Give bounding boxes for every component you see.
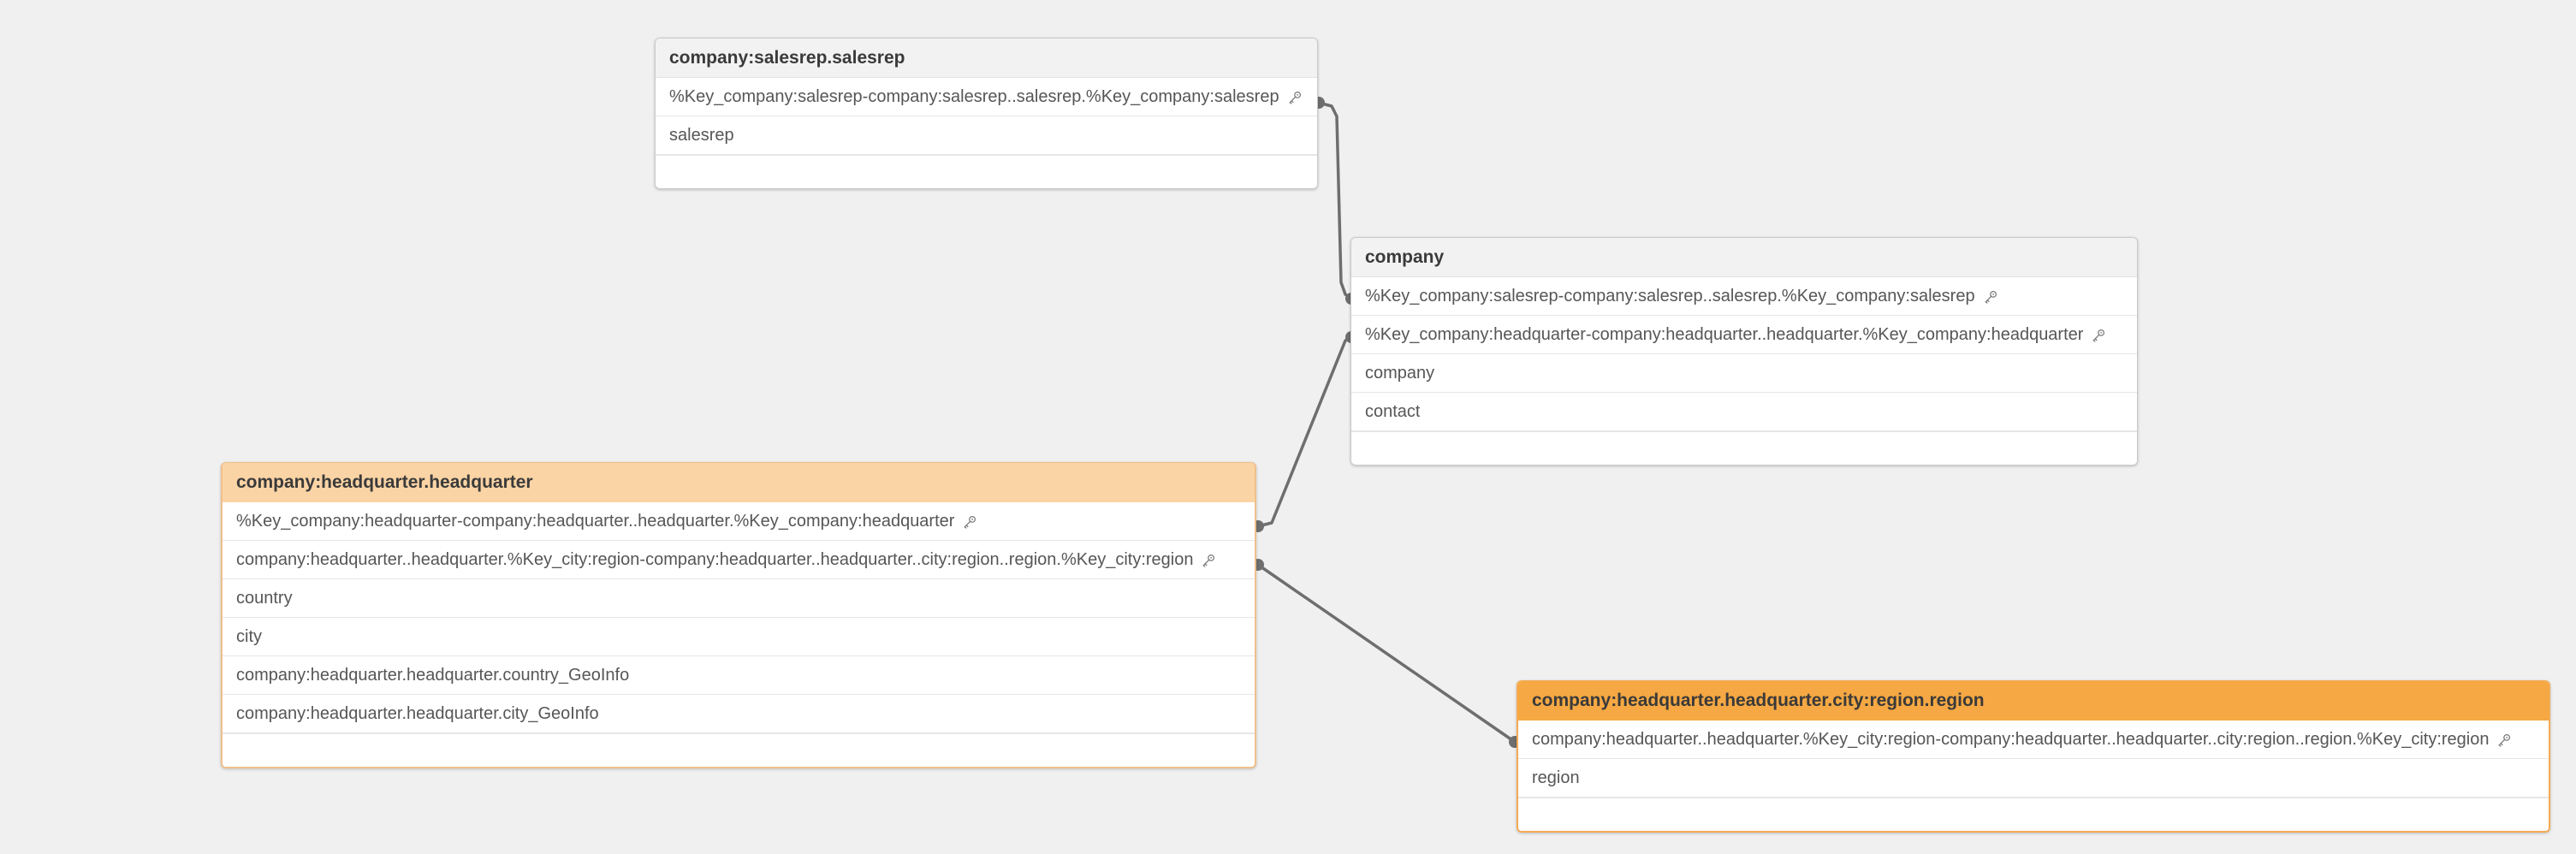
field-label: %Key_company:headquarter-company:headqua…	[1365, 324, 2084, 344]
field-label: company:headquarter..headquarter.%Key_ci…	[236, 549, 1194, 569]
field-row[interactable]: city	[223, 618, 1255, 656]
table-footer-spacer	[1351, 431, 2137, 465]
field-label: %Key_company:salesrep-company:salesrep..…	[669, 86, 1279, 106]
key-icon	[1983, 290, 1997, 305]
field-label: %Key_company:salesrep-company:salesrep..…	[1365, 286, 1975, 305]
field-row[interactable]: company:headquarter.headquarter.country_…	[223, 656, 1255, 695]
table-footer-spacer	[656, 155, 1317, 188]
table-card-headquarter[interactable]: company:headquarter.headquarter %Key_comp…	[221, 462, 1256, 768]
field-label: country	[236, 588, 293, 608]
field-label: %Key_company:headquarter-company:headqua…	[236, 511, 955, 531]
key-icon	[1287, 91, 1302, 105]
field-row[interactable]: region	[1518, 759, 2549, 798]
table-title-salesrep[interactable]: company:salesrep.salesrep	[656, 39, 1317, 78]
table-title-company[interactable]: company	[1351, 238, 2137, 277]
table-footer-spacer	[223, 733, 1255, 767]
field-row[interactable]: company:headquarter..headquarter.%Key_ci…	[1518, 721, 2549, 759]
field-label: company:headquarter..headquarter.%Key_ci…	[1532, 729, 2490, 749]
field-label: region	[1532, 768, 1580, 787]
relationship-line-headquarter-to-region[interactable]	[1256, 563, 1517, 744]
field-row[interactable]: company:headquarter.headquarter.city_Geo…	[223, 695, 1255, 733]
field-row[interactable]: company:headquarter..headquarter.%Key_ci…	[223, 541, 1255, 579]
field-row[interactable]: country	[223, 579, 1255, 618]
table-card-company[interactable]: company %Key_company:salesrep-company:sal…	[1350, 237, 2138, 466]
table-card-salesrep[interactable]: company:salesrep.salesrep %Key_company:sa…	[655, 38, 1318, 189]
key-icon	[962, 515, 976, 530]
field-label: salesrep	[669, 125, 734, 145]
field-label: company:headquarter.headquarter.city_Geo…	[236, 703, 599, 723]
field-row[interactable]: contact	[1351, 393, 2137, 431]
table-title-region[interactable]: company:headquarter.headquarter.city:reg…	[1518, 681, 2549, 721]
field-row[interactable]: company	[1351, 354, 2137, 393]
relationship-line-headquarter-to-company[interactable]	[1256, 335, 1353, 528]
field-label: city	[236, 626, 262, 646]
field-label: company	[1365, 363, 1435, 383]
field-label: company:headquarter.headquarter.country_…	[236, 665, 630, 685]
relationship-line-salesrep-to-company[interactable]	[1317, 101, 1353, 300]
field-row[interactable]: %Key_company:salesrep-company:salesrep..…	[1351, 277, 2137, 316]
table-title-headquarter[interactable]: company:headquarter.headquarter	[223, 463, 1255, 502]
field-row[interactable]: %Key_company:headquarter-company:headqua…	[1351, 316, 2137, 354]
key-icon	[1201, 554, 1215, 568]
key-icon	[2496, 733, 2511, 748]
table-card-region[interactable]: company:headquarter.headquarter.city:reg…	[1517, 680, 2550, 833]
field-row[interactable]: salesrep	[656, 116, 1317, 155]
table-footer-spacer	[1518, 798, 2549, 831]
field-row[interactable]: %Key_company:salesrep-company:salesrep..…	[656, 78, 1317, 116]
key-icon	[2091, 329, 2105, 343]
field-row[interactable]: %Key_company:headquarter-company:headqua…	[223, 502, 1255, 541]
field-label: contact	[1365, 401, 1421, 421]
